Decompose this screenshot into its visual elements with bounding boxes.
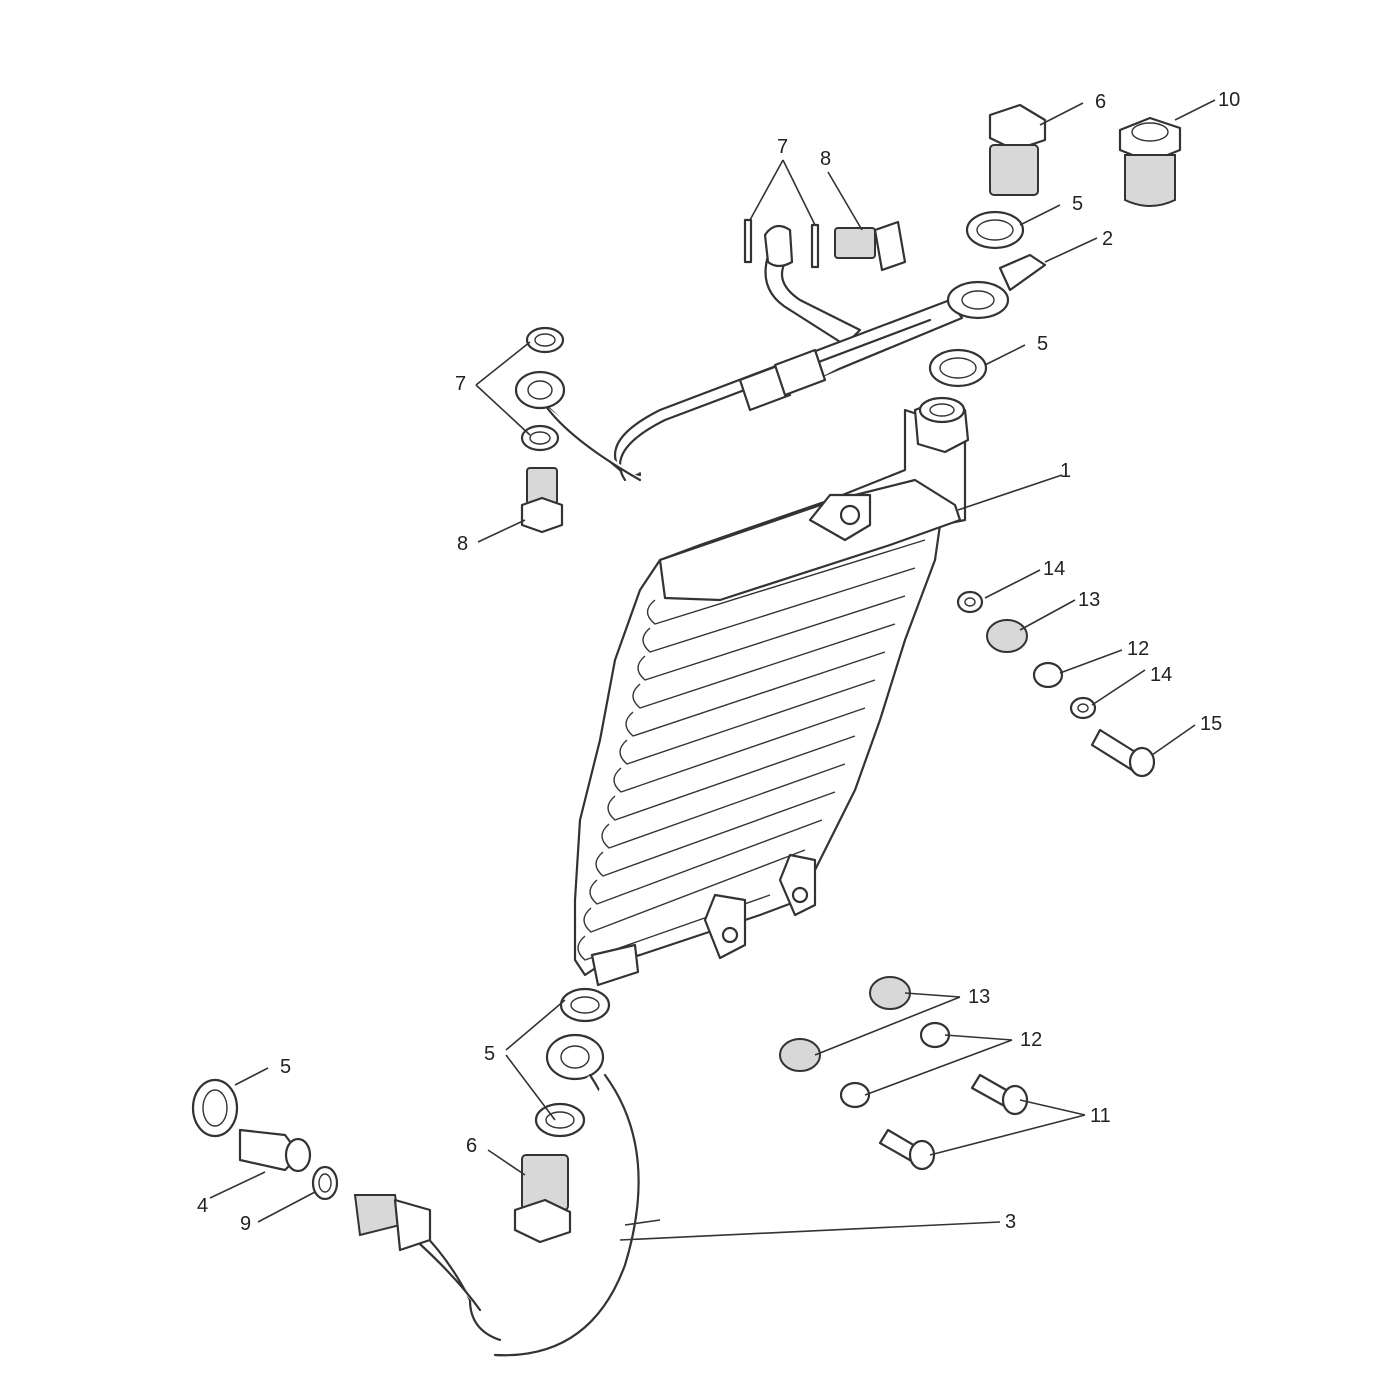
callout-5d: 5 [280,1056,291,1078]
left-union-fittings [191,1078,432,1252]
callout-8a: 8 [820,148,831,170]
adaptor-fitting [1118,116,1182,207]
oil-cooler-radiator [573,396,970,987]
mounting-hardware-lower [779,976,1029,1171]
sealing-washer-mid [928,348,988,388]
upper-oil-hose [528,248,1047,482]
banjo-bolt-bottom [513,1154,572,1244]
banjo-bolt-left [520,467,564,534]
top-hose-end [743,218,907,272]
left-banjo-fitting [514,326,566,452]
callout-12a: 12 [1127,638,1149,660]
callout-13b: 13 [968,986,990,1008]
callout-7a: 7 [777,136,788,158]
callout-6a: 6 [1095,91,1106,113]
sealing-washer-top [965,210,1025,250]
callout-3: 3 [1005,1211,1016,1233]
callout-14b: 14 [1150,664,1172,686]
radiator-fins [577,539,926,961]
callout-10: 10 [1218,89,1240,111]
callout-15: 15 [1200,713,1222,735]
mounting-hardware-right [956,590,1156,778]
callout-5c: 5 [484,1043,495,1065]
callout-6b: 6 [466,1135,477,1157]
callout-13a: 13 [1078,589,1100,611]
callout-7b: 7 [455,373,466,395]
callout-9: 9 [240,1213,251,1235]
callout-2: 2 [1102,228,1113,250]
leader-lines [209,99,1216,1241]
banjo-bolt-top [988,103,1047,196]
callout-8b: 8 [457,533,468,555]
callout-1: 1 [1060,460,1071,482]
callout-12b: 12 [1020,1029,1042,1051]
callout-14a: 14 [1043,558,1065,580]
callout-4: 4 [197,1195,208,1217]
callout-5b: 5 [1037,333,1048,355]
callout-11: 11 [1090,1105,1111,1127]
callout-labels: 1 2 3 4 5 5 5 5 6 6 7 7 8 8 9 10 11 12 1… [197,89,1240,1235]
callout-5a: 5 [1072,193,1083,215]
